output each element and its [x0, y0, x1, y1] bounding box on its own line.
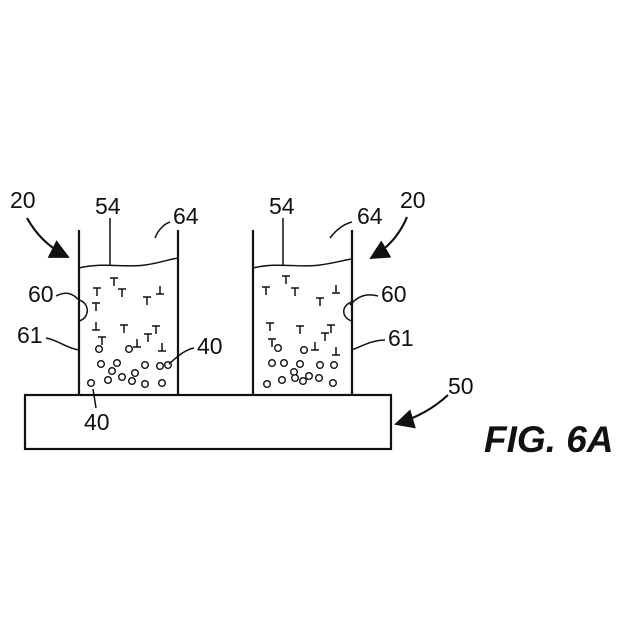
well-left	[79, 230, 178, 395]
bead-particle	[264, 381, 271, 388]
tee-particle	[98, 337, 106, 345]
tee-particle	[93, 288, 101, 296]
tee-particle	[152, 326, 160, 334]
leader-60-right	[350, 295, 378, 305]
tee-particle	[311, 342, 319, 350]
leader-61-left	[46, 338, 79, 350]
leader-61-right	[352, 340, 385, 350]
tee-particle	[327, 325, 335, 333]
bead-particle	[105, 377, 112, 384]
bead-particle	[132, 370, 139, 377]
tee-particle	[316, 298, 324, 306]
tee-particle	[332, 285, 340, 293]
well-left-walls	[79, 230, 178, 395]
figure-caption: FIG. 6A	[484, 419, 614, 460]
right-bead-particles	[264, 345, 338, 388]
bead-particle	[88, 380, 95, 387]
tee-particle	[266, 323, 274, 331]
bead-particle	[159, 380, 166, 387]
leader-64-right	[330, 222, 352, 238]
bead-particle	[331, 362, 338, 369]
bead-particle	[297, 361, 304, 368]
bead-particle	[96, 346, 103, 353]
tee-particle	[133, 339, 141, 347]
label-61-left: 61	[17, 322, 43, 348]
label-20-left: 20	[10, 187, 36, 213]
bead-particle	[281, 360, 288, 367]
bead-particle	[279, 377, 286, 384]
bead-particle	[306, 373, 313, 380]
substrate	[25, 395, 391, 449]
bead-particle	[269, 360, 276, 367]
bead-particle	[129, 378, 136, 385]
label-64-right: 64	[357, 203, 383, 229]
label-54-left: 54	[95, 193, 121, 219]
bead-particle	[98, 361, 105, 368]
well-right-fluid-surface	[253, 259, 352, 268]
bead-particle	[317, 362, 324, 369]
well-left-wall-recess	[79, 300, 87, 321]
tee-particle	[262, 287, 270, 295]
tee-particle	[120, 325, 128, 333]
well-left-fluid-surface	[79, 258, 178, 268]
label-20-right: 20	[400, 187, 426, 213]
arrow-20-left	[27, 218, 68, 257]
bead-particle	[109, 368, 116, 375]
tee-particle	[291, 288, 299, 296]
bead-particle	[119, 374, 126, 381]
bead-particle	[114, 360, 121, 367]
tee-particle	[296, 326, 304, 334]
bead-particle	[157, 363, 164, 370]
bead-particle	[142, 362, 149, 369]
label-40-bottom: 40	[84, 409, 110, 435]
leader-40-bottom	[93, 389, 96, 408]
tee-particle	[92, 303, 100, 311]
tee-particle	[282, 276, 290, 284]
tee-particle	[158, 343, 166, 351]
label-50: 50	[448, 373, 474, 399]
leader-64-left	[155, 222, 170, 238]
bead-particle	[301, 347, 308, 354]
label-64-left: 64	[173, 203, 199, 229]
label-54-right: 54	[269, 193, 295, 219]
tee-particle	[144, 334, 152, 342]
label-60-right: 60	[381, 281, 407, 307]
tee-particle	[110, 278, 118, 286]
left-bead-particles	[88, 346, 172, 388]
tee-particle	[118, 289, 126, 297]
label-40-side: 40	[197, 333, 223, 359]
bead-particle	[275, 345, 282, 352]
label-61-right: 61	[388, 325, 414, 351]
tee-particle	[156, 286, 164, 294]
label-60-left: 60	[28, 281, 54, 307]
bead-particle	[330, 380, 337, 387]
well-right-walls	[253, 230, 352, 395]
right-tee-particles	[262, 276, 340, 355]
leader-60-left	[56, 293, 79, 300]
bead-particle	[316, 375, 323, 382]
well-right	[253, 230, 352, 395]
arrow-50	[396, 395, 448, 424]
left-tee-particles	[92, 278, 166, 351]
tee-particle	[332, 347, 340, 355]
bead-particle	[142, 381, 149, 388]
bead-particle	[292, 375, 299, 382]
bead-particle	[126, 346, 133, 353]
tee-particle	[92, 322, 100, 330]
leader-40-side	[169, 348, 194, 364]
tee-particle	[321, 333, 329, 341]
bead-particle	[300, 378, 307, 385]
tee-particle	[143, 297, 151, 305]
